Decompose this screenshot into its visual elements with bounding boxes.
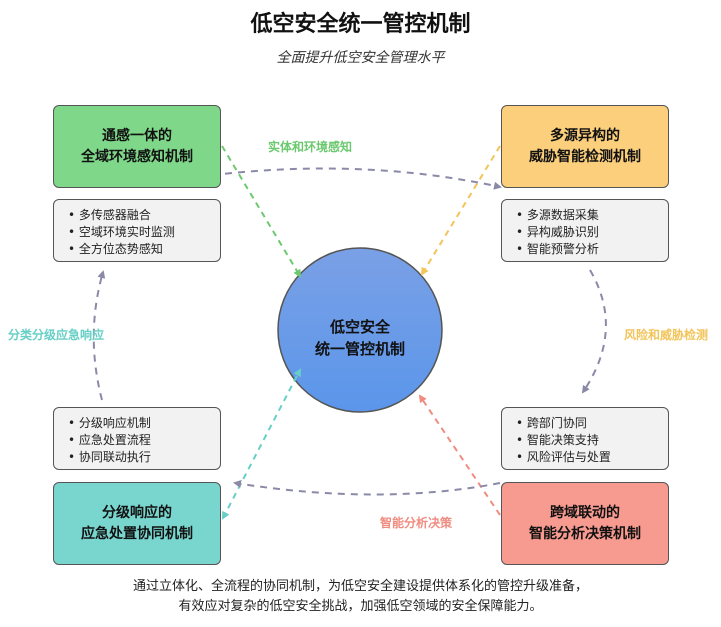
list-item: 全方位态势感知 [68, 241, 220, 258]
list-item: 分级响应机制 [68, 415, 220, 432]
list-decision: 跨部门协同 智能决策支持 风险评估与处置 [501, 407, 669, 470]
center-title: 低空安全 统一管控机制 [310, 316, 410, 360]
mechanism-decision: 跨域联动的 智能分析决策机制 [501, 482, 669, 565]
arrow-bottom-right-to-center [418, 394, 501, 516]
arrow-top-right-to-center [420, 145, 501, 276]
page-title: 低空安全统一管控机制 [250, 12, 471, 37]
list-item: 多传感器融合 [68, 207, 220, 224]
mechanism-perception-line1: 通感一体的 [102, 127, 172, 144]
list-item: 协同联动执行 [68, 449, 220, 466]
list-item: 智能决策支持 [516, 432, 668, 449]
mechanism-detection-line1: 多源异构的 [550, 127, 620, 144]
mechanism-perception-line2: 全域环境感知机制 [81, 148, 193, 165]
list-perception: 多传感器融合 空域环境实时监测 全方位态势感知 [53, 199, 221, 262]
center-title-line2: 统一管控机制 [314, 340, 405, 358]
center-title-line1: 低空安全 [329, 318, 390, 336]
cycle-arrow-left [92, 270, 106, 401]
page-subtitle: 全面提升低空安全管理水平 [276, 50, 445, 66]
list-detection: 多源数据采集 异构威胁识别 智能预警分析 [501, 199, 669, 262]
list-item: 跨部门协同 [516, 415, 668, 432]
footer-summary: 通过立体化、全流程的协同机制，为低空安全建设提供体系化的管控升级准备， 有效应对… [0, 577, 721, 617]
list-item: 风险评估与处置 [516, 449, 668, 466]
arrow-center-bottom-left [222, 368, 301, 520]
mechanism-response-line2: 应急处置协同机制 [81, 525, 193, 542]
cycle-arrow-bottom [233, 479, 501, 496]
flow-label-decision: 智能分析决策 [380, 516, 453, 530]
mechanism-response: 分级响应的 应急处置协同机制 [53, 482, 221, 565]
list-item: 应急处置流程 [68, 432, 220, 449]
mechanism-decision-line2: 智能分析决策机制 [529, 525, 641, 542]
list-item: 空域环境实时监测 [68, 224, 220, 241]
flow-label-detection: 风险和威胁检测 [624, 328, 709, 342]
flow-label-perception: 实体和环境感知 [268, 140, 353, 154]
center-circle [277, 247, 443, 413]
mechanism-detection-line2: 威胁智能检测机制 [529, 148, 641, 165]
mechanism-decision-line1: 跨域联动的 [550, 504, 620, 521]
mechanism-response-line1: 分级响应的 [102, 504, 172, 521]
list-response: 分级响应机制 应急处置流程 协同联动执行 [53, 407, 221, 470]
arrow-top-left-to-center [221, 145, 302, 278]
mechanism-perception: 通感一体的 全域环境感知机制 [53, 105, 221, 188]
mechanism-detection: 多源异构的 威胁智能检测机制 [501, 105, 669, 188]
footer-line1: 通过立体化、全流程的协同机制，为低空安全建设提供体系化的管控升级准备， [132, 579, 588, 594]
list-item: 智能预警分析 [516, 241, 668, 258]
list-item: 多源数据采集 [516, 207, 668, 224]
flow-label-response: 分类分级应急响应 [8, 328, 105, 342]
cycle-arrow-right [581, 269, 607, 394]
footer-line2: 有效应对复杂的低空安全挑战，加强低空领域的安全保障能力。 [178, 599, 543, 614]
list-item: 异构威胁识别 [516, 224, 668, 241]
